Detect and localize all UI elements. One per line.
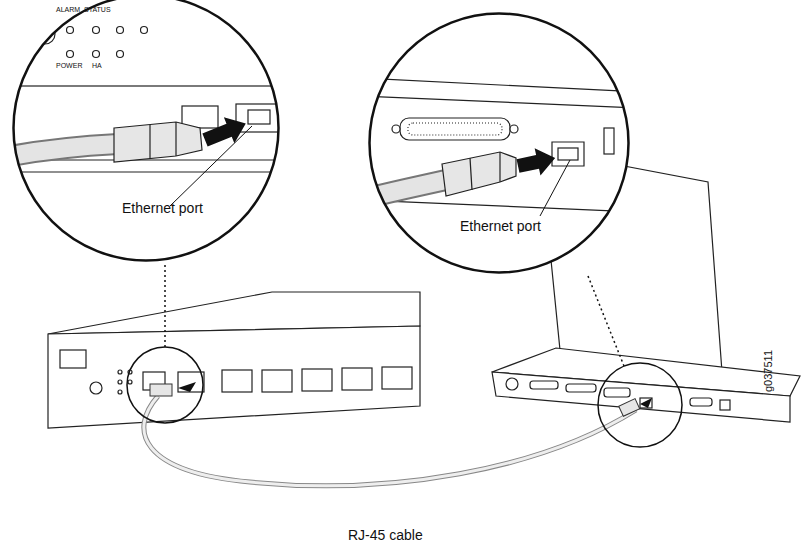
insert-arrow <box>178 382 196 392</box>
ethernet-port <box>302 369 332 391</box>
port-socket <box>558 148 578 160</box>
ethernet-port <box>552 142 584 166</box>
screw <box>510 125 518 133</box>
zoom-background <box>0 0 300 280</box>
power-button <box>90 382 102 394</box>
plug-ridge <box>149 125 150 159</box>
zoom-circle <box>12 0 280 262</box>
ethernet-port <box>222 370 252 392</box>
ethernet-port <box>178 372 204 392</box>
led-label: HA <box>92 62 102 69</box>
port <box>566 384 596 392</box>
zoom-callout: Ethernet port <box>368 12 630 274</box>
insert-arrow <box>640 398 652 408</box>
ethernet-port <box>382 367 412 389</box>
serial-connector <box>604 388 630 397</box>
router-device <box>48 292 420 428</box>
leader-line <box>170 126 252 206</box>
led-label: STATUS <box>84 6 111 13</box>
laptop-edge <box>360 78 640 92</box>
led <box>117 51 124 58</box>
cable-label: RJ-45 cable <box>348 527 423 543</box>
callout-circle <box>127 347 203 423</box>
laptop-edge <box>360 200 640 212</box>
plug-ridge <box>175 122 176 156</box>
led <box>128 380 132 384</box>
cable-core <box>360 180 446 200</box>
faceplate <box>20 0 285 86</box>
port <box>506 378 518 390</box>
port-label: Ethernet port <box>122 200 203 216</box>
plug-ridge <box>499 152 500 182</box>
callout-circle <box>598 363 682 447</box>
rj45-cable <box>144 382 652 486</box>
cable-core <box>144 396 636 486</box>
port <box>690 398 712 406</box>
plug <box>150 384 172 396</box>
port <box>530 381 558 389</box>
usb-port <box>604 128 614 154</box>
dotted-leader <box>164 262 166 347</box>
led <box>118 390 122 394</box>
led <box>67 51 74 58</box>
serial-connector <box>400 118 510 140</box>
led-label: ALARM <box>56 6 80 13</box>
led <box>93 27 100 34</box>
led <box>141 27 148 34</box>
port-socket <box>248 110 270 124</box>
router-zoom <box>0 0 300 280</box>
rj45-plug <box>442 152 516 196</box>
plug <box>619 399 640 417</box>
zoom-circle <box>368 12 630 274</box>
rj45-plug <box>114 122 202 162</box>
laptop-base-side <box>492 372 790 422</box>
led <box>118 380 122 384</box>
led <box>118 370 122 374</box>
zoom-callout: Ethernet port <box>12 0 280 262</box>
cable-outline <box>144 396 636 486</box>
figure-id: g037511 <box>762 350 774 392</box>
zoom-circle-outline <box>370 14 629 273</box>
zoom-circle-outline <box>14 0 279 261</box>
screw <box>247 3 257 13</box>
insert-arrow <box>515 144 558 179</box>
panel-edge <box>0 171 290 172</box>
zoom-background <box>360 0 650 290</box>
plug-ridge <box>470 158 472 190</box>
led <box>67 27 74 34</box>
port <box>720 400 730 410</box>
ethernet-port <box>342 368 372 390</box>
leader-line <box>540 160 570 216</box>
cable-outline <box>360 180 446 200</box>
screw <box>392 125 400 133</box>
led <box>117 27 124 34</box>
port-label: Ethernet port <box>460 218 541 234</box>
insert-arrow <box>200 111 251 153</box>
ethernet-port <box>640 398 652 408</box>
dotted-leader <box>588 276 624 366</box>
laptop-edge <box>360 96 640 108</box>
led-label: POWER <box>56 62 82 69</box>
router-front <box>48 326 420 428</box>
connector-pins <box>408 123 502 135</box>
laptop-zoom <box>360 0 650 290</box>
led <box>93 51 100 58</box>
ethernet-port <box>262 370 292 392</box>
brand-plate <box>60 350 86 368</box>
